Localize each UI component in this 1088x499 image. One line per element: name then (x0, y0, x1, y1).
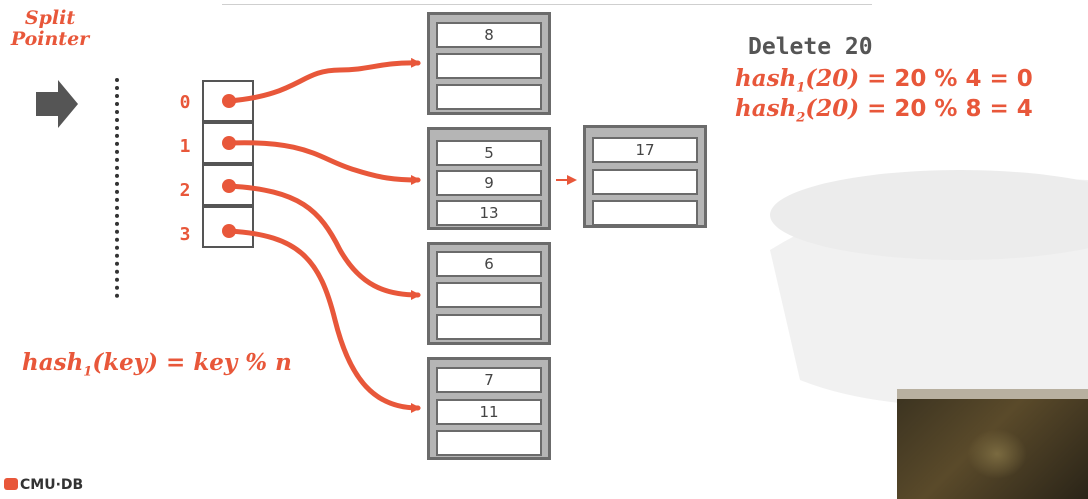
directory-index-2: 2 (179, 180, 191, 201)
directory-pointer-dot-3 (222, 224, 236, 238)
hash2-arg: (20) = (805, 95, 887, 122)
overflow-bucket-slot-0: 17 (592, 137, 698, 163)
overflow-bucket-slot-1 (592, 169, 698, 195)
arrow-slot1-to-bucket1 (226, 140, 421, 185)
operation-title: Delete 20 (748, 34, 873, 60)
hash1-line: hash1(20) = 20 % 4 = 0 (735, 65, 1033, 96)
database-logo-icon (4, 478, 18, 490)
bucket-1-slot-1: 9 (436, 170, 542, 196)
hash2-result: 20 % 8 = 4 (894, 96, 1033, 122)
bucket-2-slot-0: 6 (436, 251, 542, 277)
hash2-sub: 2 (796, 110, 806, 126)
directory-index-3: 3 (179, 224, 191, 245)
hash2-line: hash2(20) = 20 % 8 = 4 (735, 95, 1033, 126)
directory-index-0: 0 (179, 92, 191, 113)
split-pointer-line2: Pointer (10, 28, 90, 50)
bucket-2-slot-1 (436, 282, 542, 308)
bucket-0-slot-0: 8 (436, 22, 542, 48)
presenter-video-thumbnail (897, 389, 1088, 499)
video-glow (967, 429, 1027, 479)
bucket-1-slot-2: 13 (436, 200, 542, 226)
arrow-slot3-to-bucket3 (226, 228, 421, 413)
bucket-3-slot-2 (436, 430, 542, 456)
bucket-3-slot-1: 11 (436, 399, 542, 425)
overflow-bucket: 17 (583, 125, 707, 228)
hash-function-rest: (key) = key % n (92, 349, 292, 376)
split-pointer-line1: Split (24, 7, 76, 29)
arrow-slot2-to-bucket2 (226, 183, 421, 300)
hash1-arg: (20) = (805, 65, 887, 92)
bucket-1: 5 9 13 (427, 127, 551, 230)
bucket-2-slot-2 (436, 314, 542, 340)
bucket-0-slot-2 (436, 84, 542, 110)
overflow-bucket-slot-2 (592, 200, 698, 226)
directory-pointer-dot-1 (222, 136, 236, 150)
hash-function-label: hash1(key) = key % n (22, 349, 292, 380)
cmu-db-logo: CMU·DB (4, 477, 83, 493)
directory-index-1: 1 (179, 136, 191, 157)
bucket-2: 6 (427, 242, 551, 345)
split-pointer-arrow-icon (36, 80, 78, 128)
bucket-3-slot-0: 7 (436, 367, 542, 393)
split-boundary-line (115, 78, 119, 298)
hash1-fn: hash (735, 65, 797, 92)
hash-function-sub: 1 (83, 364, 93, 380)
hash2-fn: hash (735, 95, 797, 122)
bucket-0: 8 (427, 12, 551, 115)
arrow-slot0-to-bucket0 (226, 57, 421, 104)
hash-function-fn: hash (22, 349, 84, 376)
hash1-sub: 1 (796, 80, 806, 96)
bucket-3: 7 11 (427, 357, 551, 460)
bucket-0-slot-1 (436, 53, 542, 79)
split-pointer-label: Split Pointer (10, 8, 90, 50)
hash1-result: 20 % 4 = 0 (894, 66, 1033, 92)
top-divider (222, 4, 872, 5)
directory-pointer-dot-2 (222, 179, 236, 193)
directory-pointer-dot-0 (222, 94, 236, 108)
video-top-bar (897, 389, 1088, 399)
logo-text: CMU·DB (20, 477, 84, 493)
bucket-1-slot-0: 5 (436, 140, 542, 166)
